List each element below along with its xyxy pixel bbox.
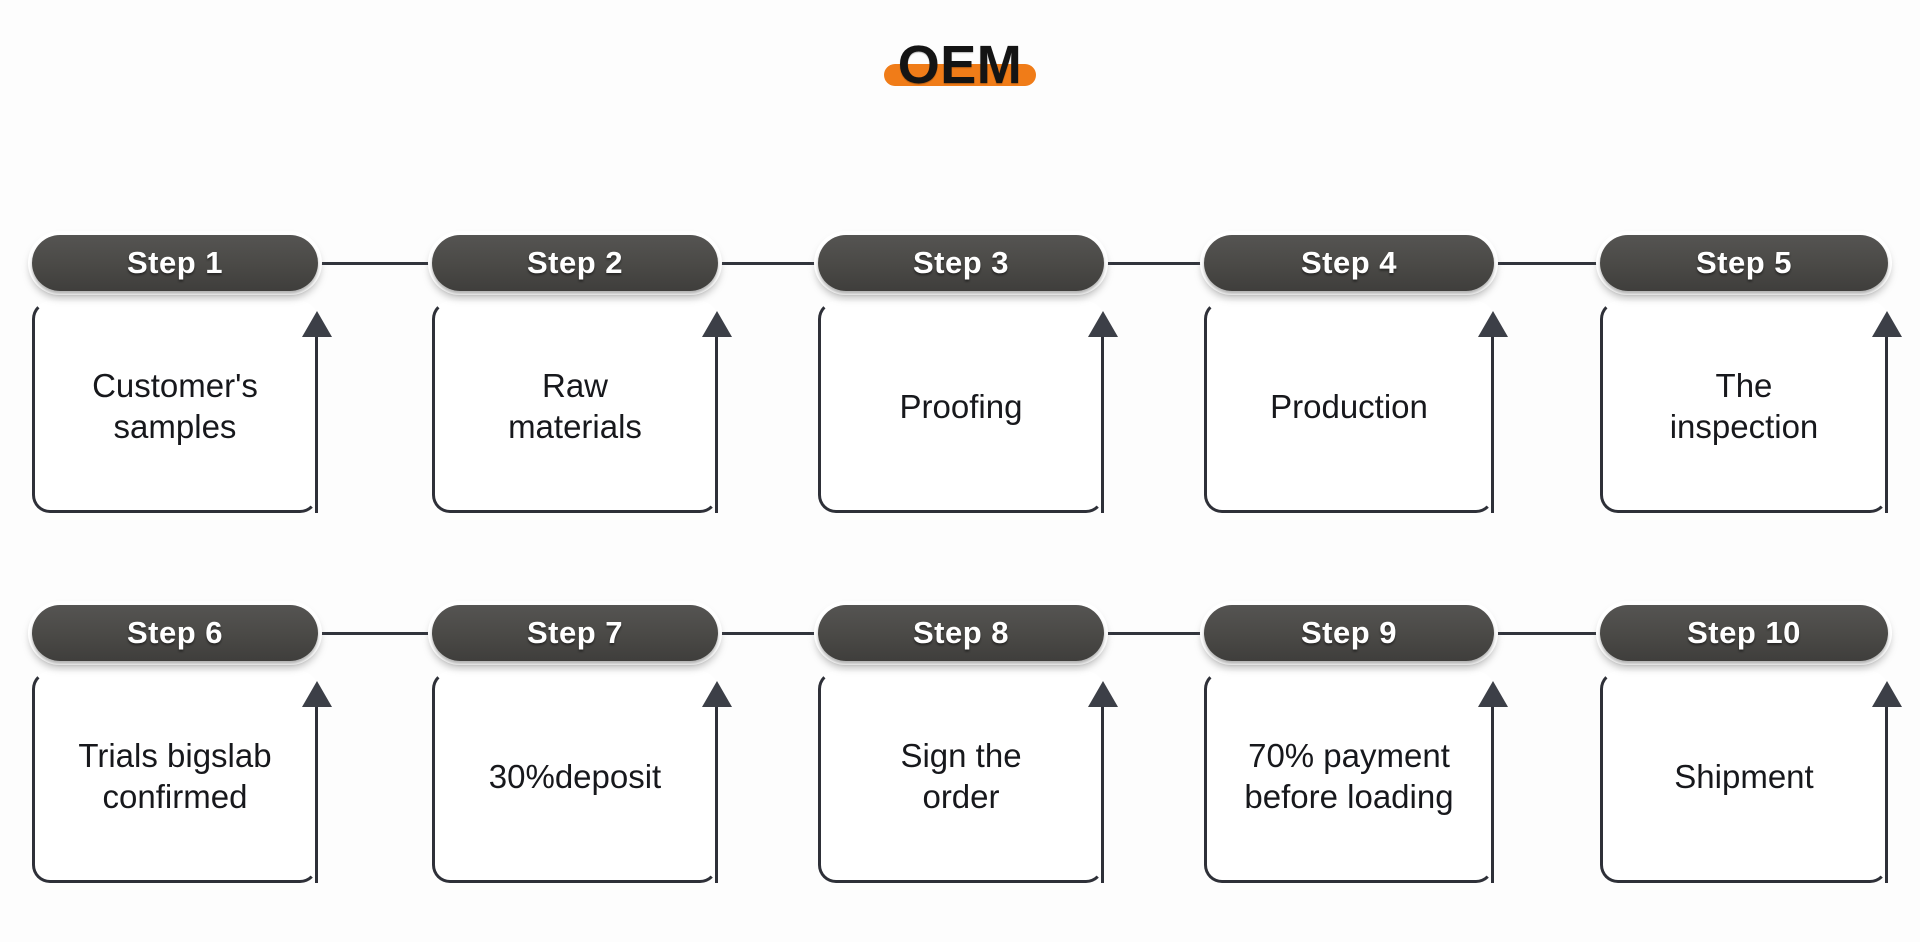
step-node-6[interactable]: Step 6 Trials bigslab confirmed xyxy=(32,605,332,883)
step-card-4[interactable]: Production xyxy=(1204,301,1494,513)
step-card-text-7: 30%deposit xyxy=(488,757,662,795)
step-card-1[interactable]: Customer's samples xyxy=(32,301,318,513)
step-pill-5[interactable]: Step 5 xyxy=(1600,235,1888,291)
step-pill-7[interactable]: Step 7 xyxy=(432,605,718,661)
step-arrow-stem-6 xyxy=(315,707,318,883)
step-node-5[interactable]: Step 5 The inspection xyxy=(1600,235,1902,513)
step-arrow-head-2 xyxy=(702,311,732,337)
step-pill-label-8: Step 8 xyxy=(912,615,1010,650)
step-card-10[interactable]: Shipment xyxy=(1600,671,1888,883)
step-pill-3[interactable]: Step 3 xyxy=(818,235,1104,291)
connector-row2-3 xyxy=(1104,632,1204,635)
step-arrow-head-3 xyxy=(1088,311,1118,337)
step-pill-8[interactable]: Step 8 xyxy=(818,605,1104,661)
title-underline-bar xyxy=(883,64,1037,86)
step-pill-label-7: Step 7 xyxy=(526,615,624,650)
step-card-text-1: Customer's samples xyxy=(92,367,258,445)
step-pill-label-2: Step 2 xyxy=(526,245,624,280)
step-card-text-9: 70% payment before loading xyxy=(1244,737,1454,815)
step-pill-2[interactable]: Step 2 xyxy=(432,235,718,291)
step-arrow-stem-8 xyxy=(1101,707,1104,883)
step-arrow-head-1 xyxy=(302,311,332,337)
step-node-4[interactable]: Step 4 Production xyxy=(1204,235,1508,513)
step-arrow-head-8 xyxy=(1088,681,1118,707)
step-card-2[interactable]: Raw materials xyxy=(432,301,718,513)
page-title: OEM xyxy=(0,38,1920,92)
step-node-10[interactable]: Step 10 Shipment xyxy=(1600,605,1902,883)
step-arrow-stem-9 xyxy=(1491,707,1494,883)
step-arrow-stem-1 xyxy=(315,337,318,513)
step-pill-label-5: Step 5 xyxy=(1695,245,1793,280)
connector-row1-4 xyxy=(1494,262,1600,265)
step-pill-label-10: Step 10 xyxy=(1687,615,1801,650)
connector-row2-2 xyxy=(718,632,818,635)
step-node-2[interactable]: Step 2 Raw materials xyxy=(432,235,732,513)
connector-row1-2 xyxy=(718,262,818,265)
connector-row1-3 xyxy=(1104,262,1204,265)
step-card-9[interactable]: 70% payment before loading xyxy=(1204,671,1494,883)
step-card-text-6: Trials bigslab confirmed xyxy=(78,737,272,815)
step-card-text-3: Proofing xyxy=(899,387,1023,425)
step-pill-6[interactable]: Step 6 xyxy=(32,605,318,661)
step-arrow-stem-4 xyxy=(1491,337,1494,513)
step-arrow-head-9 xyxy=(1478,681,1508,707)
step-arrow-head-6 xyxy=(302,681,332,707)
step-pill-label-3: Step 3 xyxy=(912,245,1010,280)
step-card-text-4: Production xyxy=(1270,387,1428,425)
connector-row1-1 xyxy=(318,262,432,265)
step-node-8[interactable]: Step 8 Sign the order xyxy=(818,605,1118,883)
step-node-7[interactable]: Step 7 30%deposit xyxy=(432,605,732,883)
title-text: OEM xyxy=(897,35,1023,95)
step-pill-label-1: Step 1 xyxy=(126,245,224,280)
step-arrow-head-10 xyxy=(1872,681,1902,707)
step-card-text-8: Sign the order xyxy=(900,737,1022,815)
step-pill-1[interactable]: Step 1 xyxy=(32,235,318,291)
step-node-9[interactable]: Step 9 70% payment before loading xyxy=(1204,605,1508,883)
step-arrow-stem-3 xyxy=(1101,337,1104,513)
step-pill-label-6: Step 6 xyxy=(126,615,224,650)
step-pill-9[interactable]: Step 9 xyxy=(1204,605,1494,661)
step-pill-10[interactable]: Step 10 xyxy=(1600,605,1888,661)
step-card-3[interactable]: Proofing xyxy=(818,301,1104,513)
connector-row2-4 xyxy=(1494,632,1600,635)
step-arrow-head-7 xyxy=(702,681,732,707)
step-arrow-stem-2 xyxy=(715,337,718,513)
connector-row2-1 xyxy=(318,632,432,635)
step-node-1[interactable]: Step 1 Customer's samples xyxy=(32,235,332,513)
step-card-text-2: Raw materials xyxy=(508,367,642,445)
step-pill-4[interactable]: Step 4 xyxy=(1204,235,1494,291)
step-node-3[interactable]: Step 3 Proofing xyxy=(818,235,1118,513)
step-arrow-head-4 xyxy=(1478,311,1508,337)
step-card-7[interactable]: 30%deposit xyxy=(432,671,718,883)
step-pill-label-9: Step 9 xyxy=(1300,615,1398,650)
step-card-6[interactable]: Trials bigslab confirmed xyxy=(32,671,318,883)
step-arrow-stem-7 xyxy=(715,707,718,883)
step-arrow-stem-5 xyxy=(1885,337,1888,513)
step-card-5[interactable]: The inspection xyxy=(1600,301,1888,513)
step-arrow-stem-10 xyxy=(1885,707,1888,883)
step-pill-label-4: Step 4 xyxy=(1300,245,1398,280)
step-card-8[interactable]: Sign the order xyxy=(818,671,1104,883)
step-card-text-5: The inspection xyxy=(1669,367,1819,445)
step-card-text-10: Shipment xyxy=(1674,757,1814,795)
step-arrow-head-5 xyxy=(1872,311,1902,337)
